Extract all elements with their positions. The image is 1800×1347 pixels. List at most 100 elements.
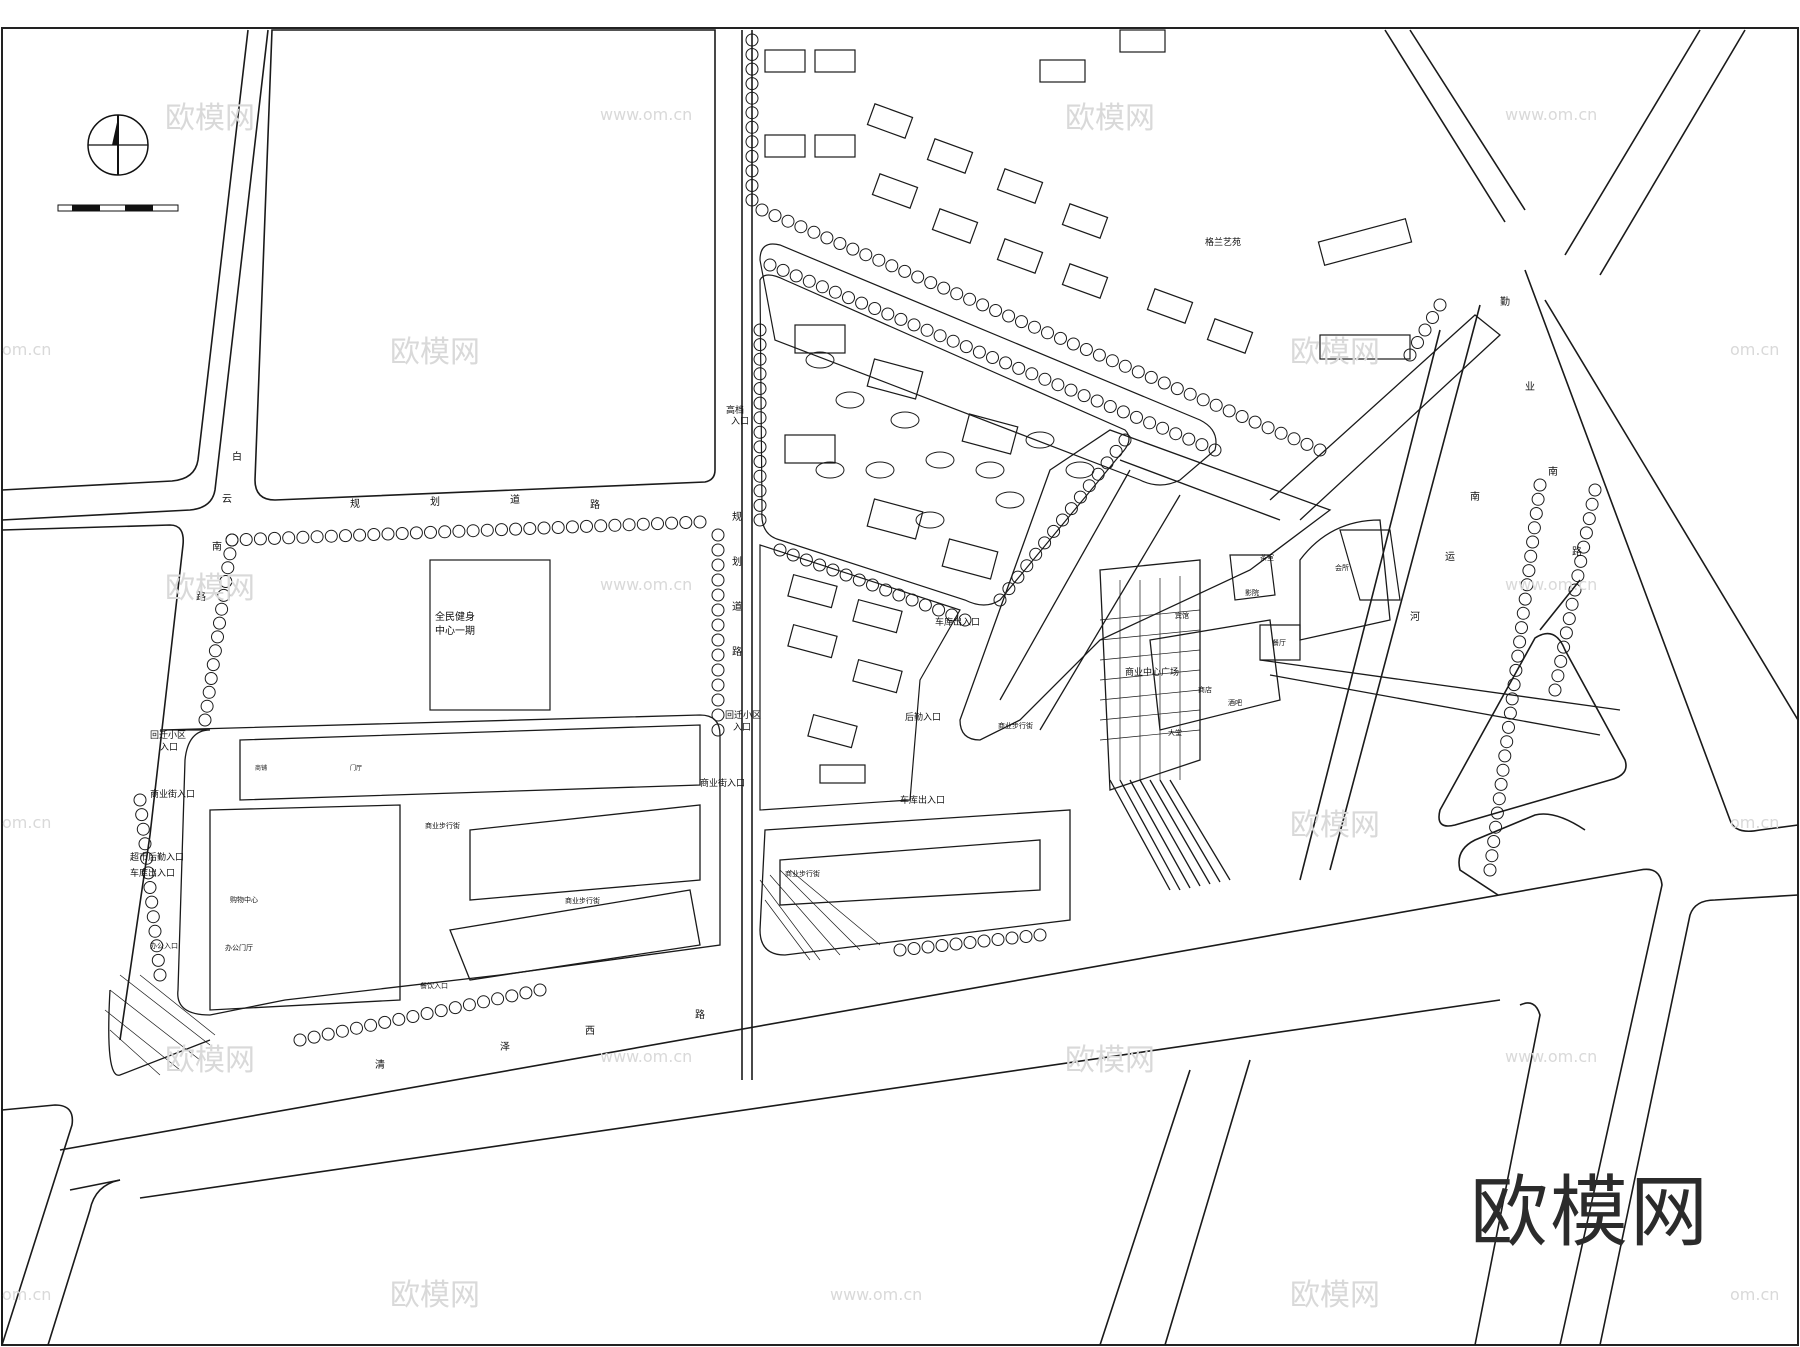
tree [920,323,934,337]
building [1119,29,1166,53]
tree [296,530,310,544]
building [764,134,806,158]
residential-north [429,29,1413,811]
tree [146,910,160,924]
tree [828,285,842,299]
road-lower-vertical-1 [1099,1069,1191,1346]
canal-1: 南 [1470,490,1480,503]
tree [855,296,869,310]
tree [1503,706,1517,720]
road-qinye-2: 业 [1525,381,1535,393]
tree [745,135,759,149]
road-qinye-edge-e [1599,29,1746,276]
tree [381,527,395,541]
tree [339,529,352,543]
tree [1518,592,1532,606]
tree [963,936,977,949]
restaurant-label: 餐厅 [1272,638,1286,647]
tree [1012,361,1026,375]
tree [424,525,437,539]
tree [1028,320,1041,334]
shop-b-label: 门厅 [350,764,362,772]
plan-labels: 全民健身 中心一期 格兰艺苑 高档 入口 回迁小区 入口 回迁小区 入口 商业街… [130,236,1349,990]
shops-row-mid [469,804,701,901]
tree [1585,497,1599,511]
road-qingze-2: 泽 [500,1041,510,1053]
tree [1064,502,1078,516]
tree [745,193,759,207]
tree [1079,343,1093,356]
building [1206,318,1254,354]
tree [1515,621,1528,635]
block-top-left [254,29,716,501]
tree [533,983,547,997]
tree [1418,323,1432,337]
building [1339,529,1401,601]
supermarket [209,804,401,1011]
tree [1025,367,1039,381]
tree [977,934,991,948]
tree [745,62,759,76]
canal-2: 运 [1445,551,1455,563]
tree [537,521,551,535]
tree [523,522,537,535]
tree [893,943,907,957]
edge [1539,579,1581,631]
tree [820,231,834,245]
watermark: om.cn [1730,813,1779,832]
tree [711,723,725,737]
road-qingze-1: 清 [375,1058,385,1071]
tree [321,1027,335,1041]
tree [1054,331,1067,345]
tree [151,953,165,967]
block-bottom-right [1599,894,1799,1346]
road-guihua-v-2: 划 [732,555,742,568]
tree [1505,692,1519,706]
tree [993,593,1007,607]
tree [894,312,908,326]
tree [753,498,767,512]
road-baiyun-3: 南 [212,540,222,553]
block-bottom-left-corner [1,1104,74,1346]
tree [753,396,767,410]
tree [745,48,759,61]
watermark: 欧模网 [165,101,255,136]
road-baiyun-4: 路 [196,590,206,603]
tree [859,248,873,262]
gaolan-label: 格兰艺苑 [1205,236,1241,248]
tree [221,561,235,575]
tree [1571,569,1585,583]
tree [852,573,866,587]
tree [519,986,533,1000]
tree [1520,578,1534,592]
shops-row-north [239,724,701,801]
tree [991,933,1005,946]
tree [959,340,973,354]
tree [711,648,725,662]
tree [239,533,253,546]
tree [307,1030,321,1044]
tree [1143,416,1157,430]
road-qingze-3: 西 [585,1026,595,1037]
tree [622,518,636,532]
road-qinye-3: 南 [1548,465,1558,478]
tree [409,526,423,540]
tree [434,1004,448,1018]
tree [1483,863,1497,877]
building [1259,624,1301,661]
tree [958,613,972,627]
tree [1577,540,1591,554]
tree [1235,410,1249,423]
tree [711,603,725,617]
road-guihua-v-1: 规 [732,510,742,523]
building [1319,334,1411,360]
building [807,713,858,749]
drawing-frame [1,27,1799,1346]
tree [223,547,237,561]
block-bottom-edge-left [47,1179,121,1346]
tree [1426,311,1439,324]
tree [282,531,296,545]
tree [1156,421,1170,435]
tree [693,515,707,529]
road-lower-edge [139,999,1501,1199]
